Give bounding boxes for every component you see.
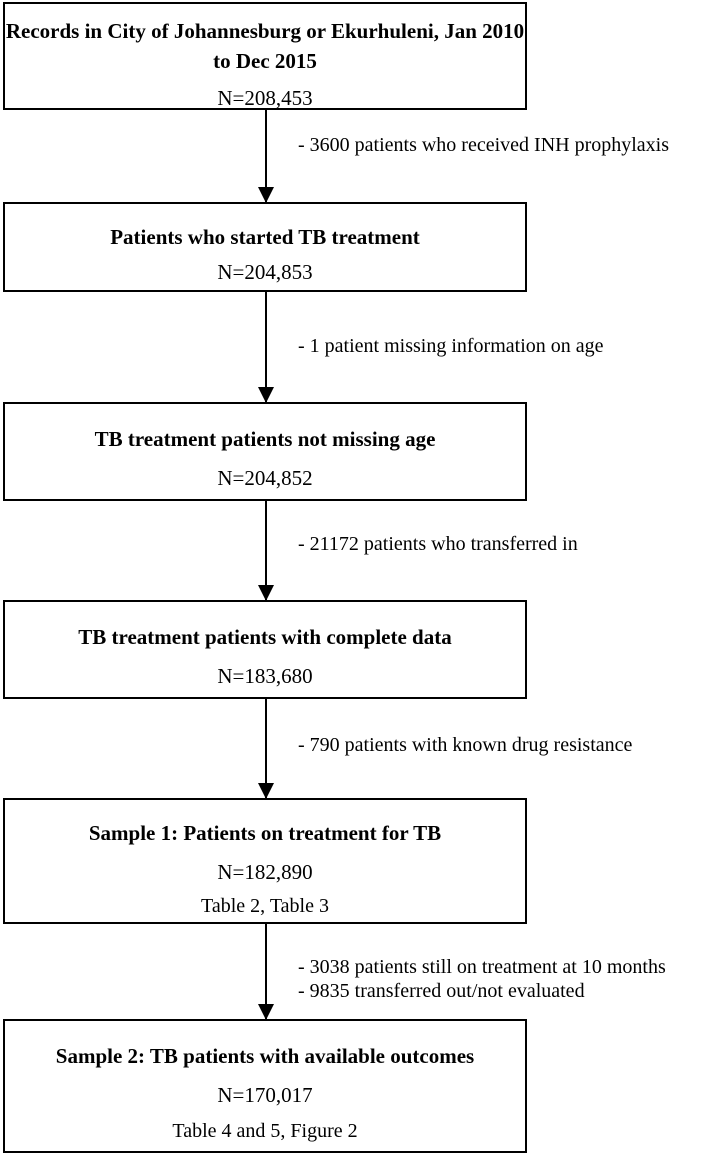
arrowhead-icon (258, 585, 274, 601)
flow-box-title: Records in City of Johannesburg or Ekurh… (5, 19, 525, 73)
flow-box-title: Sample 2: TB patients with available out… (55, 1044, 475, 1068)
exclusion-note: - 3600 patients who received INH prophyl… (298, 133, 669, 157)
arrowhead-icon (258, 783, 274, 799)
exclusion-line: - 9835 transferred out/not evaluated (298, 980, 585, 1002)
exclusion-line: - 1 patient missing information on age (298, 335, 604, 357)
exclusion-line: - 21172 patients who transferred in (298, 533, 578, 555)
flow-arrow (258, 501, 274, 601)
flow-box-count: N=204,853 (217, 260, 313, 284)
arrowhead-icon (258, 1004, 274, 1020)
flow-arrow (258, 924, 274, 1020)
exclusion-note: - 21172 patients who transferred in (298, 532, 578, 556)
flow-box-sample-1: Sample 1: Patients on treatment for TB N… (3, 798, 527, 924)
exclusion-note: - 3038 patients still on treatment at 10… (298, 955, 666, 1003)
flow-box-title: Patients who started TB treatment (110, 225, 420, 249)
flow-box-sample-2: Sample 2: TB patients with available out… (3, 1019, 527, 1153)
flow-box-count: N=170,017 (217, 1083, 313, 1107)
flow-box-not-missing-age: TB treatment patients not missing age N=… (3, 402, 527, 501)
flow-box-count: N=208,453 (217, 86, 313, 110)
flow-arrow (258, 110, 274, 203)
flow-box-started-treatment: Patients who started TB treatment N=204,… (3, 202, 527, 292)
flow-box-complete-data: TB treatment patients with complete data… (3, 600, 527, 699)
flow-arrow (258, 699, 274, 799)
flow-box-title: TB treatment patients not missing age (94, 427, 436, 451)
arrowhead-icon (258, 387, 274, 403)
exclusion-note: - 790 patients with known drug resistanc… (298, 733, 632, 757)
arrowhead-icon (258, 187, 274, 203)
exclusion-line: - 3038 patients still on treatment at 10… (298, 956, 666, 978)
exclusion-note: - 1 patient missing information on age (298, 334, 604, 358)
flow-box-title: TB treatment patients with complete data (78, 625, 452, 649)
exclusion-line: - 3600 patients who received INH prophyl… (298, 134, 670, 156)
flow-box-count: N=182,890 (217, 860, 313, 884)
flow-box-title: Sample 1: Patients on treatment for TB (88, 821, 442, 845)
flow-box-note: Table 4 and 5, Figure 2 (172, 1120, 358, 1142)
flow-box-records: Records in City of Johannesburg or Ekurh… (3, 2, 527, 110)
flow-box-note: Table 2, Table 3 (201, 895, 329, 917)
flow-box-count: N=183,680 (217, 664, 313, 688)
flow-box-count: N=204,852 (217, 466, 313, 490)
exclusion-line: - 790 patients with known drug resistanc… (298, 734, 633, 756)
flow-arrow (258, 292, 274, 403)
